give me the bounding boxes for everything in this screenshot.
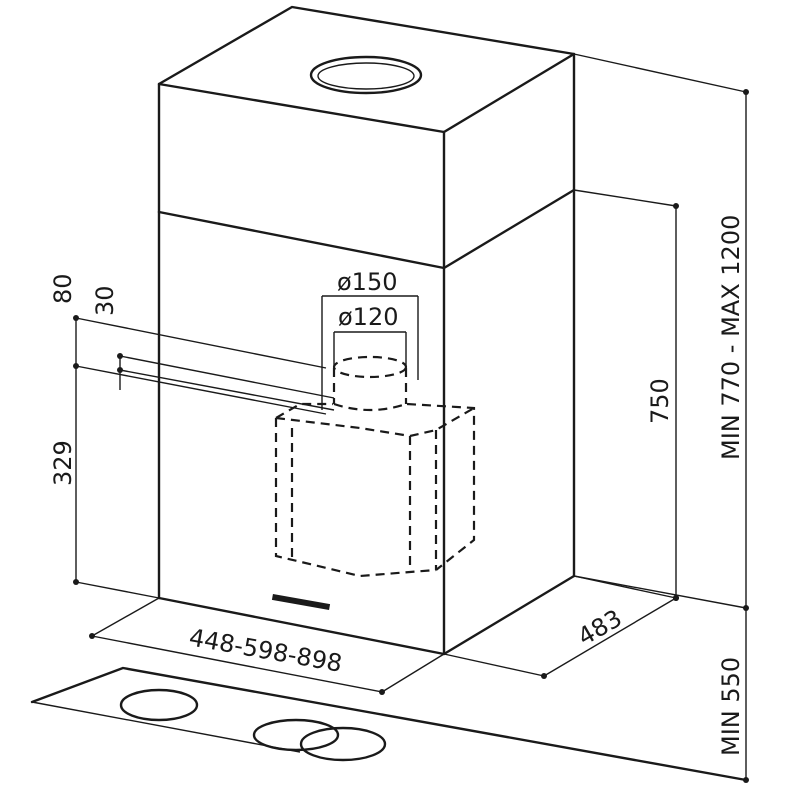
- tick: [73, 363, 79, 369]
- ext-750-top: [573, 189, 677, 207]
- tick: [117, 367, 123, 373]
- cooktop-front-edge: [31, 701, 301, 753]
- duct-outer-label: ø150: [337, 268, 398, 296]
- ext-80-top: [75, 317, 327, 369]
- tick: [673, 203, 679, 209]
- offset-30-label: 30: [91, 285, 119, 316]
- motor-right: [406, 402, 476, 571]
- body-top-seam: [157, 188, 576, 270]
- tick: [73, 315, 79, 321]
- tick: [743, 605, 749, 611]
- burner-3: [299, 726, 387, 762]
- tick: [743, 89, 749, 95]
- tick: [117, 353, 123, 359]
- total-height-dimension: MIN 770 - MAX 1200 MIN 550: [573, 53, 749, 783]
- dim-width-line: [91, 635, 383, 693]
- ext-width-right: [381, 653, 445, 693]
- left-offset-dimensions: 80 30 329: [49, 273, 335, 599]
- control-panel: [271, 594, 331, 610]
- ext-30-bottom: [119, 369, 335, 411]
- chimney-top-face: [157, 5, 576, 134]
- ext-total-bottom: [573, 575, 747, 609]
- height-750-dimension: 750: [573, 189, 679, 601]
- tick: [673, 595, 679, 601]
- ext-total-top: [573, 53, 747, 93]
- burner-1: [119, 688, 199, 722]
- tick: [379, 689, 385, 695]
- hood-body: [157, 188, 576, 656]
- cooktop-outline: [30, 666, 748, 782]
- motor-height-label: 329: [49, 440, 77, 486]
- duct-collar-bottom: [333, 402, 407, 412]
- ext-width-left: [91, 597, 160, 637]
- ext-motor-top: [75, 365, 327, 415]
- duct-dimensions: ø150 ø120: [321, 268, 419, 410]
- cooktop: [30, 666, 748, 782]
- tick: [541, 673, 547, 679]
- width-dimension: 448-598-898: [89, 597, 445, 695]
- offset-80-label: 80: [49, 273, 77, 304]
- min-clearance-label: MIN 550: [717, 657, 745, 756]
- motor-bottom: [274, 418, 437, 578]
- depth-dimension: 483: [443, 575, 679, 679]
- ext-motor-bottom: [75, 581, 160, 599]
- height-750-label: 750: [646, 378, 674, 424]
- duct-collar-top: [332, 355, 408, 379]
- dim-depth-line: [543, 597, 677, 677]
- chimney-outlet-inner: [317, 62, 415, 90]
- total-height-label: MIN 770 - MAX 1200: [717, 215, 745, 460]
- ext-30-top: [119, 355, 335, 399]
- tick: [89, 633, 95, 639]
- tick: [73, 579, 79, 585]
- burner-2: [252, 718, 340, 752]
- duct-inner-label: ø120: [338, 303, 399, 331]
- depth-label: 483: [573, 604, 627, 651]
- chimney-outlet-outer: [309, 55, 423, 95]
- ext-depth-front: [443, 653, 545, 677]
- chimney-upper: [157, 5, 576, 270]
